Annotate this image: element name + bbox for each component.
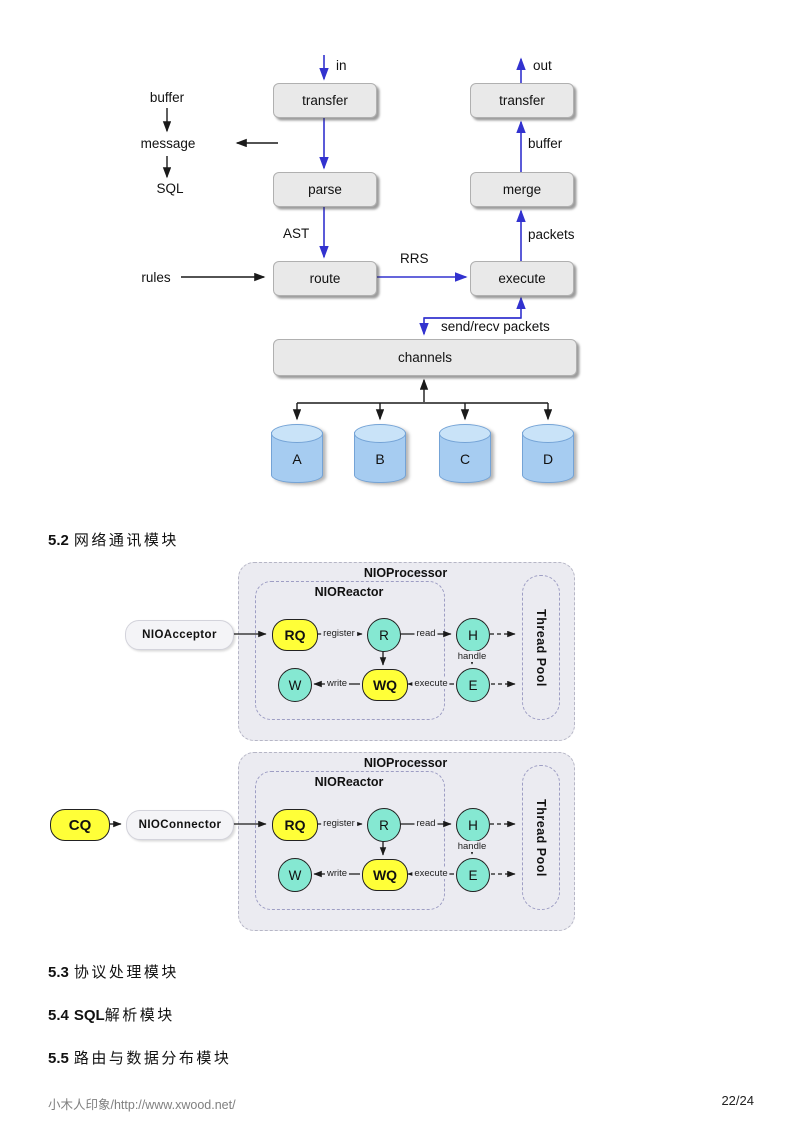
cylinder-b: B bbox=[354, 424, 406, 490]
label-packets: packets bbox=[528, 227, 575, 242]
nio1-reactor-box bbox=[255, 581, 445, 720]
nio2-node-rq: RQ bbox=[272, 809, 318, 841]
nio2-connector: NIOConnector bbox=[126, 810, 234, 840]
footer-source-url: 小木人印象/http://www.xwood.net/ bbox=[48, 1098, 236, 1112]
section-number: 5.3 bbox=[48, 964, 69, 981]
flow-box-parse: parse bbox=[273, 172, 377, 207]
section-title-zh: 协议处理模块 bbox=[73, 964, 179, 981]
cylinder-label: C bbox=[459, 451, 471, 467]
section-title-zh: 解析模块 bbox=[104, 1007, 175, 1024]
label-send-recv-packets: send/recv packets bbox=[441, 319, 550, 334]
edge-label-read: read bbox=[414, 628, 438, 639]
cylinder-top bbox=[522, 424, 574, 443]
section-title-zh: 网络通讯模块 bbox=[73, 532, 179, 549]
flow-box-transfer-in: transfer bbox=[273, 83, 377, 118]
flow-box-merge: merge bbox=[470, 172, 574, 207]
label-ast: AST bbox=[283, 226, 310, 241]
nio1-node-h: H bbox=[456, 618, 490, 652]
label-rrs: RRS bbox=[400, 251, 429, 266]
edge-label-execute: execute bbox=[412, 868, 450, 879]
edge-label-register: register bbox=[321, 818, 357, 829]
edge-label-register: register bbox=[321, 628, 357, 639]
flow-box-execute: execute bbox=[470, 261, 574, 296]
edge-label-write: write bbox=[324, 868, 350, 879]
nio1-node-w: W bbox=[278, 668, 312, 702]
nio2-processor-title: NIOProcessor bbox=[363, 756, 448, 770]
nio2-node-wq: WQ bbox=[362, 859, 408, 891]
nio1-node-rq: RQ bbox=[272, 619, 318, 651]
nio1-reactor-title: NIOReactor bbox=[314, 585, 384, 599]
section-latin: SQL bbox=[73, 1007, 105, 1024]
edge-label-write: write bbox=[324, 678, 350, 689]
section-title-zh: 路由与数据分布模块 bbox=[73, 1050, 232, 1067]
arrow-channels-execute bbox=[424, 296, 526, 319]
cylinder-top bbox=[354, 424, 406, 443]
cylinder-label: D bbox=[542, 451, 554, 467]
nio2-node-w: W bbox=[278, 858, 312, 892]
nio2-thread-pool: Thread Pool bbox=[522, 765, 560, 910]
nio2-reactor-box bbox=[255, 771, 445, 910]
label-buffer-right: buffer bbox=[528, 136, 563, 151]
nio1-acceptor: NIOAcceptor bbox=[125, 620, 234, 650]
edge-label-handle: handle bbox=[455, 651, 489, 662]
page-number: 22/24 bbox=[721, 1093, 754, 1108]
label-sql: SQL bbox=[156, 181, 184, 196]
nio2-node-h: H bbox=[456, 808, 490, 842]
nio1-processor-box bbox=[238, 562, 575, 741]
label-message: message bbox=[140, 136, 196, 151]
cylinder-d: D bbox=[522, 424, 574, 490]
cylinder-label: A bbox=[292, 451, 302, 467]
section-number: 5.2 bbox=[48, 532, 69, 549]
label-buffer-left: buffer bbox=[149, 90, 185, 105]
cylinder-top bbox=[271, 424, 323, 443]
nio2-processor-box bbox=[238, 752, 575, 931]
thread-pool-label: Thread Pool bbox=[534, 608, 549, 687]
flow-box-transfer-out: transfer bbox=[470, 83, 574, 118]
nio1-node-e: E bbox=[456, 668, 490, 702]
cylinder-label: B bbox=[375, 451, 385, 467]
nio1-processor-title: NIOProcessor bbox=[363, 566, 448, 580]
cylinder-a: A bbox=[271, 424, 323, 490]
cylinder-top bbox=[439, 424, 491, 443]
nio1-node-r: R bbox=[367, 618, 401, 652]
label-in: in bbox=[336, 58, 347, 73]
label-out: out bbox=[533, 58, 552, 73]
nio1-thread-pool: Thread Pool bbox=[522, 575, 560, 720]
section-number: 5.5 bbox=[48, 1050, 69, 1067]
edge-label-read: read bbox=[414, 818, 438, 829]
nio2-node-cq: CQ bbox=[50, 809, 110, 841]
nio2-node-e: E bbox=[456, 858, 490, 892]
thread-pool-label: Thread Pool bbox=[534, 798, 549, 877]
nio1-node-wq: WQ bbox=[362, 669, 408, 701]
edge-label-handle: handle bbox=[455, 841, 489, 852]
nio2-reactor-title: NIOReactor bbox=[314, 775, 384, 789]
label-rules: rules bbox=[141, 270, 171, 285]
flow-box-route: route bbox=[273, 261, 377, 296]
edge-label-execute: execute bbox=[412, 678, 450, 689]
nio2-node-r: R bbox=[367, 808, 401, 842]
section-number: 5.4 bbox=[48, 1007, 69, 1024]
cylinder-c: C bbox=[439, 424, 491, 490]
flow-box-channels: channels bbox=[273, 339, 577, 376]
